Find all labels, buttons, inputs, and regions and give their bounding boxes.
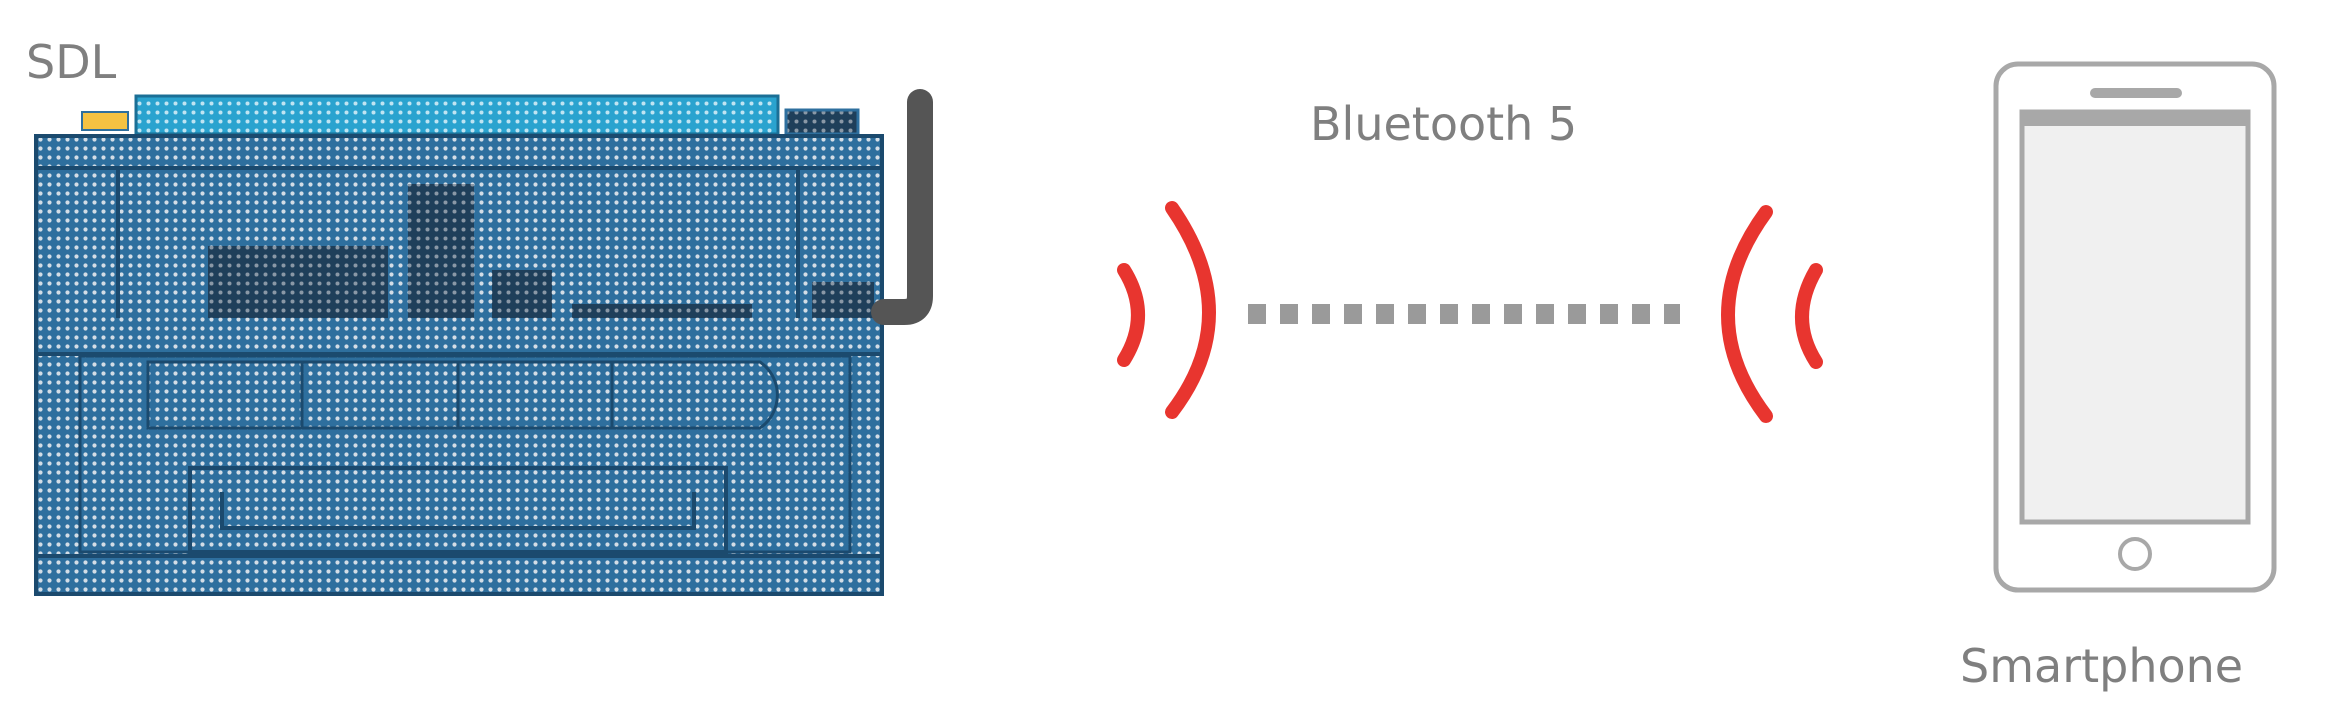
signal-wave-icon: [1117, 201, 1216, 419]
phone-status-bar: [2022, 112, 2248, 126]
bottom-strip: [34, 554, 884, 596]
chip: [408, 184, 474, 318]
bracket: [188, 466, 728, 554]
phone-screen: [2019, 109, 2251, 525]
phone-speaker: [2090, 88, 2182, 98]
antenna-icon: [871, 89, 933, 325]
wave-outer-left: [1165, 201, 1216, 419]
phone-home-button: [2118, 537, 2152, 571]
chip: [812, 282, 874, 318]
link-label: Bluetooth 5: [1310, 97, 1577, 151]
device-label: SDL: [26, 35, 117, 89]
sdl-board-icon: [34, 94, 884, 596]
chip: [208, 246, 388, 318]
smartphone-icon: [1993, 61, 2277, 593]
connector-yellow: [81, 111, 129, 131]
upper-section: [34, 166, 884, 356]
wave-inner-left: [1117, 263, 1145, 367]
signal-wave-icon: [1721, 205, 1823, 423]
chip: [572, 304, 752, 318]
phone-label: Smartphone: [1960, 639, 2243, 693]
wave-inner-right: [1795, 263, 1823, 369]
header-connector: [134, 94, 780, 136]
wave-outer-right: [1721, 205, 1773, 423]
connector-dark: [784, 108, 860, 136]
module-slot: [146, 360, 779, 430]
chip: [492, 270, 552, 318]
